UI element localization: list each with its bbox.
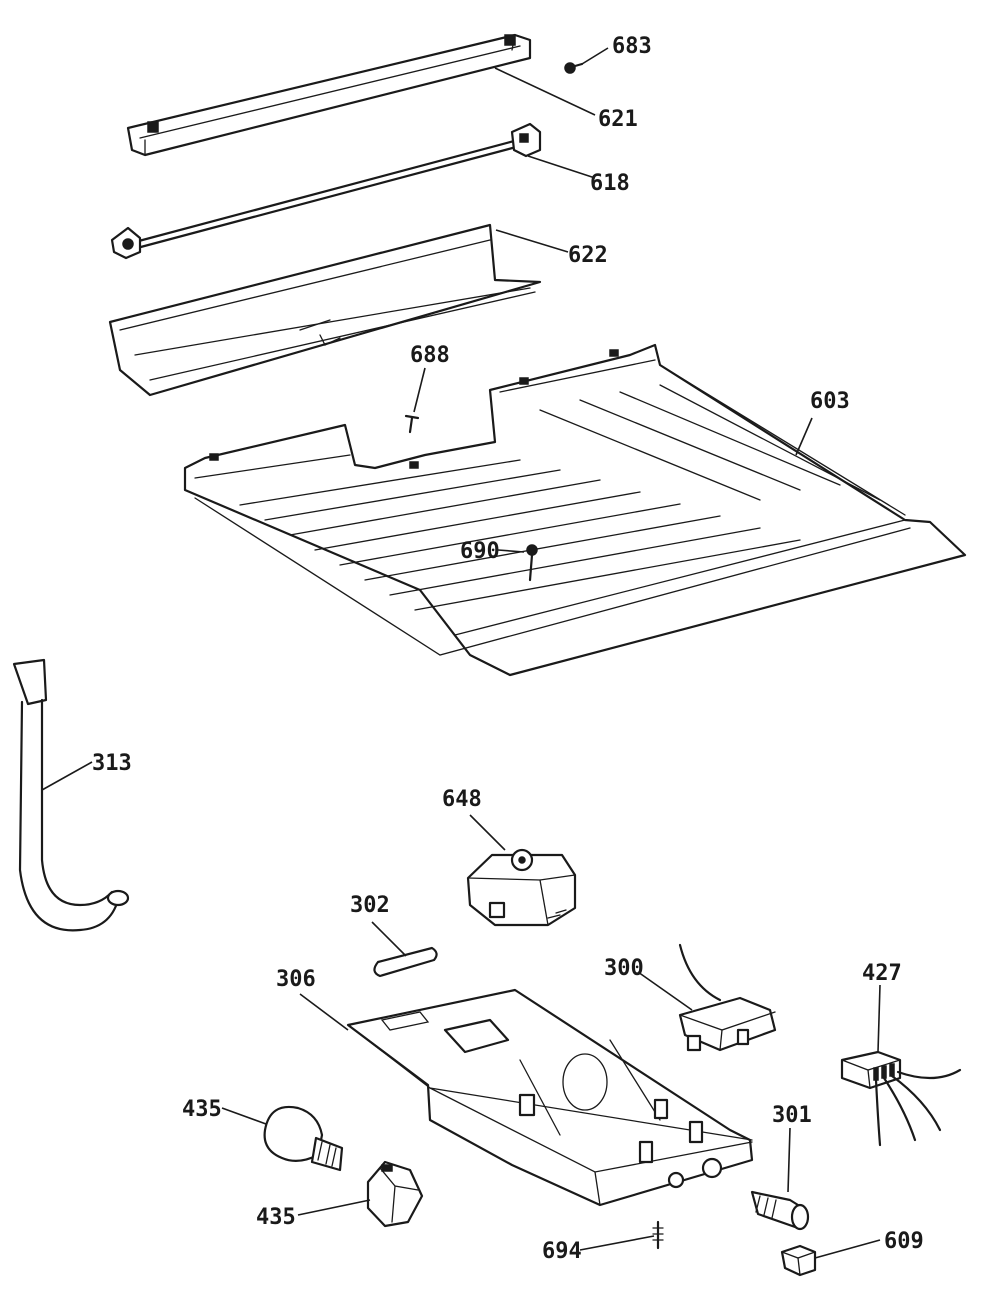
part-622-channel: [108, 223, 542, 397]
part-302-pin: [373, 946, 438, 978]
part-688-clip: [404, 414, 420, 434]
part-609-button: [780, 1244, 817, 1277]
callout-622: 622: [568, 243, 608, 268]
part-435-socket: [366, 1160, 424, 1228]
callout-618: 618: [590, 171, 630, 196]
callout-648: 648: [442, 787, 482, 812]
callout-688: 688: [410, 343, 450, 368]
part-683-screw: [564, 62, 584, 74]
leader-lines: [41, 47, 881, 1259]
shelf-ribs: [239, 384, 881, 611]
part-427-connector: [840, 1050, 962, 1147]
part-301-plug: [750, 1190, 810, 1231]
callout-609: 609: [884, 1229, 924, 1254]
callout-435-bulb: 435: [182, 1097, 222, 1122]
callout-302: 302: [350, 893, 390, 918]
callout-427: 427: [862, 961, 902, 986]
part-603-shelf-pan: [183, 343, 967, 677]
part-690-screw: [526, 544, 538, 582]
part-648-control-module: [466, 848, 577, 927]
callout-694: 694: [542, 1239, 582, 1264]
part-300-switch: [678, 943, 777, 1052]
callout-690: 690: [460, 539, 500, 564]
part-694-screw: [652, 1220, 664, 1250]
part-313-drain-tube: [12, 658, 130, 932]
callout-683: 683: [612, 34, 652, 59]
part-618-rod: [110, 122, 542, 260]
part-306-housing: [346, 988, 754, 1207]
callout-603: 603: [810, 389, 850, 414]
callout-621: 621: [598, 107, 638, 132]
part-621-shield: [126, 33, 532, 157]
callout-300: 300: [604, 956, 644, 981]
callout-301: 301: [772, 1103, 812, 1128]
part-435-bulb: [263, 1105, 344, 1172]
callout-435-socket: 435: [256, 1205, 296, 1230]
callout-313: 313: [92, 751, 132, 776]
callout-labels: 683 621 618 622 688 603 690 313 648 302 …: [92, 34, 924, 1264]
callout-306: 306: [276, 967, 316, 992]
